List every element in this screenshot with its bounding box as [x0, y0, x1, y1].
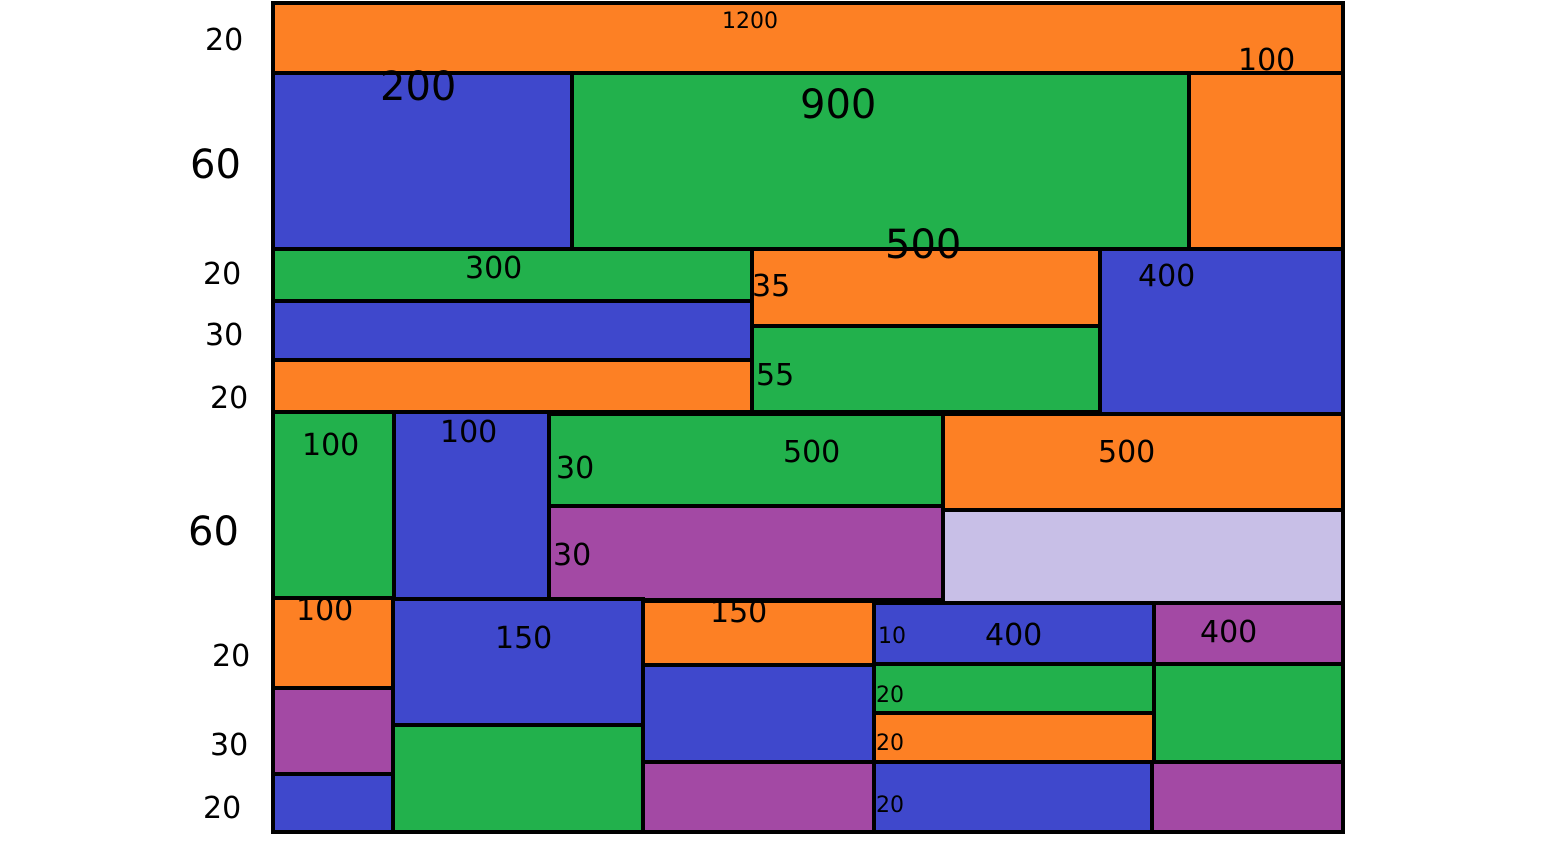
label-mid-center: 500	[885, 222, 961, 268]
block-bottom-b-bottom	[391, 723, 645, 834]
block-bottom-c-top	[641, 599, 876, 667]
label-mid-left: 300	[465, 251, 522, 286]
block-bottom-d-row2	[872, 662, 1156, 715]
block-mid-right	[1098, 247, 1345, 416]
label-bottom-d-row4: 20	[876, 793, 904, 818]
label-lower-c-bottom: 30	[553, 538, 591, 573]
label-header-left: 200	[380, 64, 456, 110]
label-header-center: 900	[800, 82, 876, 128]
block-bottom-e-top	[1152, 601, 1345, 666]
label-bottom-d-row3: 20	[876, 731, 904, 756]
block-bottom-e-bottom	[1150, 760, 1345, 834]
block-header-right	[1187, 71, 1345, 251]
row-label-4: 30	[205, 318, 243, 353]
block-bottom-d-row4	[872, 760, 1154, 834]
layout-blocks	[271, 1, 1345, 834]
row-height-labels: 20 60 20 30 20 60 20 30 20	[188, 23, 250, 826]
label-bottom-d-row2: 20	[876, 683, 904, 708]
row-label-3: 20	[203, 257, 241, 292]
label-lower-b: 100	[440, 415, 497, 450]
label-header-right: 100	[1238, 43, 1295, 78]
label-bottom-b: 150	[495, 621, 552, 656]
label-bottom-c: 150	[710, 595, 767, 630]
label-lower-c-width: 500	[783, 435, 840, 470]
row-label-6: 60	[188, 509, 239, 555]
label-bottom-d: 400	[985, 618, 1042, 653]
label-total: 1200	[722, 9, 778, 34]
label-mid-right: 400	[1138, 259, 1195, 294]
label-bottom-e: 400	[1200, 615, 1257, 650]
block-bottom-b-top	[391, 597, 645, 727]
label-lower-a: 100	[302, 428, 359, 463]
label-lower-d-width: 500	[1098, 435, 1155, 470]
label-mid-sub-top: 35	[752, 269, 790, 304]
block-bottom-a-bottom	[271, 772, 395, 834]
block-mid-left-middle	[271, 299, 754, 362]
block-lower-d-bottom	[941, 508, 1345, 605]
block-header-center	[570, 71, 1191, 251]
label-bottom-d-pad: 10	[878, 624, 906, 649]
row-label-9: 20	[203, 791, 241, 826]
label-mid-sub-bottom: 55	[756, 358, 794, 393]
row-label-8: 30	[210, 728, 248, 763]
block-bottom-c-middle	[641, 663, 876, 764]
block-bottom-a-middle	[271, 686, 395, 776]
block-bottom-d-row3	[872, 711, 1156, 764]
block-header-bar	[271, 1, 1345, 75]
block-header-left	[271, 71, 574, 251]
block-bottom-c-bottom	[641, 760, 876, 834]
label-bottom-a: 100	[296, 593, 353, 628]
label-lower-c-top: 30	[556, 451, 594, 486]
row-label-7: 20	[212, 639, 250, 674]
block-bottom-a-top	[271, 596, 395, 690]
row-label-1: 20	[205, 23, 243, 58]
block-mid-center-top	[750, 247, 1102, 328]
row-label-2: 60	[190, 142, 241, 188]
block-bottom-e-middle	[1152, 662, 1345, 764]
width-labels: 1200 200 900 100 300 500 400 35 55 100 1…	[296, 9, 1295, 818]
row-label-5: 20	[210, 381, 248, 416]
block-lower-c-top	[547, 412, 945, 508]
block-lower-c-bottom	[547, 504, 945, 602]
block-mid-left-bottom	[271, 358, 754, 414]
block-lower-b	[392, 410, 551, 601]
block-mid-center-bottom	[750, 324, 1102, 414]
